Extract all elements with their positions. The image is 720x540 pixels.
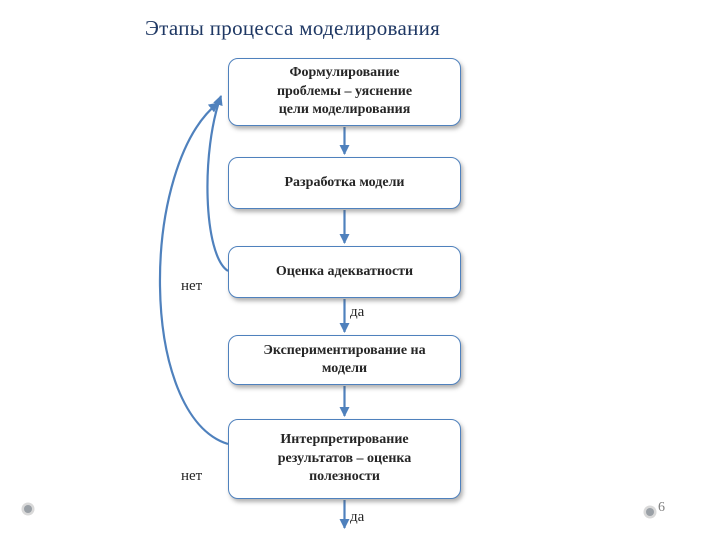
flow-box-label: Экспериментирование на модели (263, 342, 426, 376)
flow-box-label: Разработка модели (284, 174, 405, 190)
flow-box-model-experimentation: Экспериментирование на модели (228, 335, 461, 385)
slide-title: Этапы процесса моделирования (145, 16, 441, 40)
flow-box-model-development: Разработка модели (228, 157, 461, 209)
branch-label-yes-2: да (350, 509, 365, 525)
flow-box-label: Оценка адекватности (275, 263, 414, 279)
branch-label-no-1: нет (181, 278, 203, 294)
decorative-bullet-left (24, 505, 32, 513)
page-number: 6 (658, 500, 665, 515)
loop-arrow-box5-to-box1 (158, 102, 229, 446)
decorative-bullet-right (646, 508, 654, 516)
loop-arrow-box3-to-box1 (206, 95, 229, 272)
flow-box-label: Формулирование проблемы – уяснение цели … (276, 65, 413, 118)
flow-box-results-interpretation: Интерпретирование результатов – оценка п… (228, 419, 461, 499)
branch-label-no-2: нет (181, 468, 203, 484)
branch-label-yes-1: да (350, 304, 365, 320)
flow-box-problem-formulation: Формулирование проблемы – уяснение цели … (228, 58, 461, 126)
flow-box-label: Интерпретирование результатов – оценка п… (277, 432, 412, 485)
flow-box-adequacy-assessment: Оценка адекватности (228, 246, 461, 298)
